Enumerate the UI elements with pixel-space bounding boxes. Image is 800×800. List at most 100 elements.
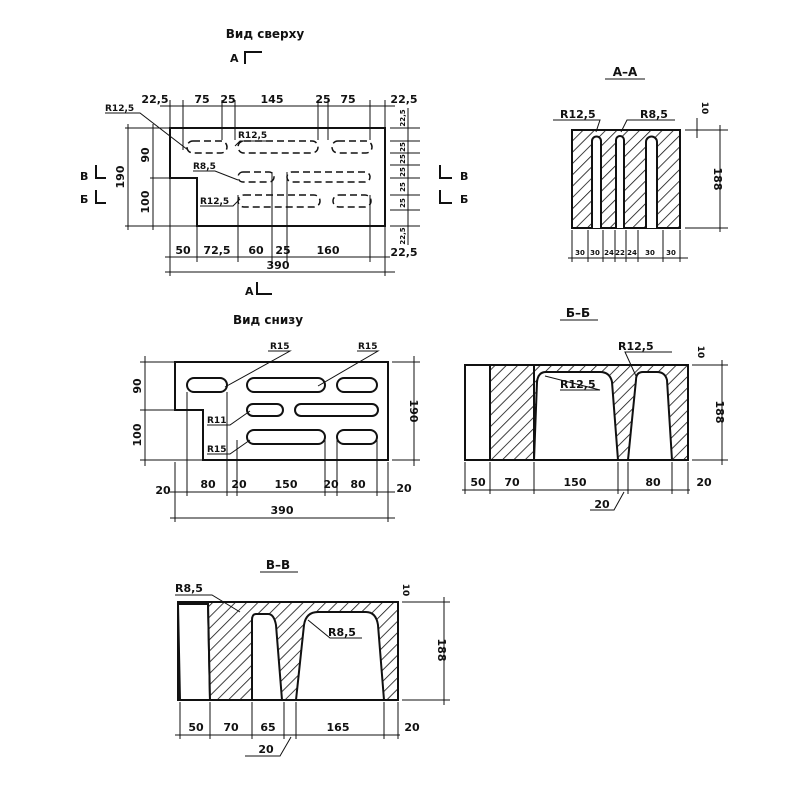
dim-label: 80 xyxy=(350,478,366,491)
dim-label: 25 xyxy=(275,244,290,257)
radius-label: R15 xyxy=(270,342,289,352)
dim-label: 80 xyxy=(200,478,216,491)
dim-label: 75 xyxy=(194,93,209,106)
section-vv-title: В–В xyxy=(266,558,290,572)
dim-label: 160 xyxy=(317,244,340,257)
radius-callouts: R12,5 R12,5 R8,5 R12,5 xyxy=(105,104,272,207)
bottom-view-dims: 90 100 190 20 80 20 150 20 80 20 390 xyxy=(131,356,420,522)
section-bb-title: Б–Б xyxy=(566,306,590,320)
section-bb-solid xyxy=(489,364,535,461)
section-v-marker-right xyxy=(439,165,452,179)
dim-label: 390 xyxy=(271,504,294,517)
section-a-label-bottom: А xyxy=(245,285,254,298)
dim-label: 25 xyxy=(220,93,235,106)
dim-label: 10 xyxy=(699,102,709,115)
radius-label: R15 xyxy=(207,445,226,455)
dim-label: 100 xyxy=(131,423,144,446)
right-dimensions: 22,5 25 25 25 25 25 22,5 xyxy=(390,108,420,245)
section-aa: А–А R12,5 R8,5 10 188 30 30 24 22 xyxy=(553,65,728,262)
dim-label: 30 xyxy=(666,249,676,257)
dim-label: 188 xyxy=(713,401,726,424)
section-bb-webs xyxy=(533,364,689,461)
left-dimensions: 90 100 190 xyxy=(114,124,197,230)
radius-label: R12,5 xyxy=(238,131,267,141)
bottom-view-title: Вид снизу xyxy=(233,313,303,327)
dim-label: 20 xyxy=(396,482,412,495)
section-b-label-left: Б xyxy=(80,193,88,206)
bottom-view: Вид снизу R15 R15 R11 R15 90 100 xyxy=(131,313,420,522)
section-aa-bottom-dims: 30 30 24 22 24 30 30 xyxy=(568,230,688,262)
dim-label: 22,5 xyxy=(399,227,407,244)
dim-label: 20 xyxy=(323,478,339,491)
top-view-title: Вид сверху xyxy=(226,27,305,41)
radius-label: R12,5 xyxy=(105,104,134,114)
radius-label: R11 xyxy=(207,416,226,426)
dim-label: 20 xyxy=(696,476,712,489)
bottom-dimensions: 50 72,5 60 25 160 22,5 390 xyxy=(165,172,418,276)
dim-label: 50 xyxy=(175,244,191,257)
dim-label: 10 xyxy=(695,346,705,359)
radius-label: R8,5 xyxy=(193,162,216,172)
dim-label: 30 xyxy=(645,249,655,257)
section-bb: Б–Б R12,5 R12,5 10 188 50 70 150 80 20 2… xyxy=(462,306,728,511)
top-view: Вид сверху А 22,5 75 25 145 xyxy=(80,27,468,298)
radius-label: R12,5 xyxy=(560,378,596,391)
dim-label: 75 xyxy=(340,93,355,106)
dim-label: 90 xyxy=(139,147,152,163)
dim-label: 190 xyxy=(407,400,420,423)
dim-label: 25 xyxy=(399,154,407,164)
radius-label: R12,5 xyxy=(618,340,654,353)
dim-label: 72,5 xyxy=(203,244,230,257)
section-vv-outline-left xyxy=(176,603,212,701)
section-v-label-right: В xyxy=(460,170,468,183)
dim-label: 145 xyxy=(261,93,284,106)
dim-label: 165 xyxy=(327,721,350,734)
section-a-marker-bottom xyxy=(256,282,272,295)
dim-label: 25 xyxy=(315,93,330,106)
dim-label: 20 xyxy=(258,743,274,756)
section-aa-void xyxy=(615,135,625,228)
radius-label: R8,5 xyxy=(640,108,668,121)
section-aa-void xyxy=(645,135,658,228)
section-b-label-right: Б xyxy=(460,193,468,206)
dim-label: 20 xyxy=(594,498,610,511)
dim-label: 70 xyxy=(504,476,520,489)
dim-label: 22,5 xyxy=(141,93,168,106)
dim-label: 30 xyxy=(575,249,585,257)
section-a-marker-top xyxy=(244,51,262,64)
dim-label: 22,5 xyxy=(390,246,417,259)
dim-label: 50 xyxy=(470,476,486,489)
dim-label: 20 xyxy=(231,478,247,491)
dim-label: 80 xyxy=(645,476,661,489)
dim-label: 100 xyxy=(139,190,152,213)
dim-label: 20 xyxy=(404,721,420,734)
section-aa-body xyxy=(571,129,681,229)
radius-label: R8,5 xyxy=(328,626,356,639)
dim-label: 60 xyxy=(248,244,264,257)
dim-label: 22,5 xyxy=(390,93,417,106)
radius-label: R12,5 xyxy=(560,108,596,121)
section-a-label-top: А xyxy=(230,52,239,65)
dim-label: 22,5 xyxy=(399,109,407,126)
dim-label: 150 xyxy=(275,478,298,491)
section-aa-void xyxy=(591,135,602,228)
dim-label: 65 xyxy=(260,721,275,734)
dim-label: 10 xyxy=(400,584,410,597)
dim-label: 25 xyxy=(399,182,407,192)
dim-label: 190 xyxy=(114,165,127,188)
top-view-outline xyxy=(169,127,386,227)
section-b-marker-left xyxy=(95,190,106,204)
dim-label: 150 xyxy=(564,476,587,489)
top-dimensions: 22,5 75 25 145 25 75 22,5 xyxy=(141,93,418,150)
dim-label: 390 xyxy=(267,259,290,272)
dim-label: 188 xyxy=(711,168,724,191)
dim-label: 22 xyxy=(615,249,625,257)
radius-label: R12,5 xyxy=(200,197,229,207)
dim-label: 30 xyxy=(590,249,600,257)
radius-label: R15 xyxy=(358,342,377,352)
dim-label: 24 xyxy=(627,249,637,257)
section-b-marker-right xyxy=(439,190,452,204)
section-vv: В–В R8,5 R8,5 10 188 50 70 65 165 20 20 xyxy=(175,558,450,757)
dim-label: 25 xyxy=(399,198,407,208)
